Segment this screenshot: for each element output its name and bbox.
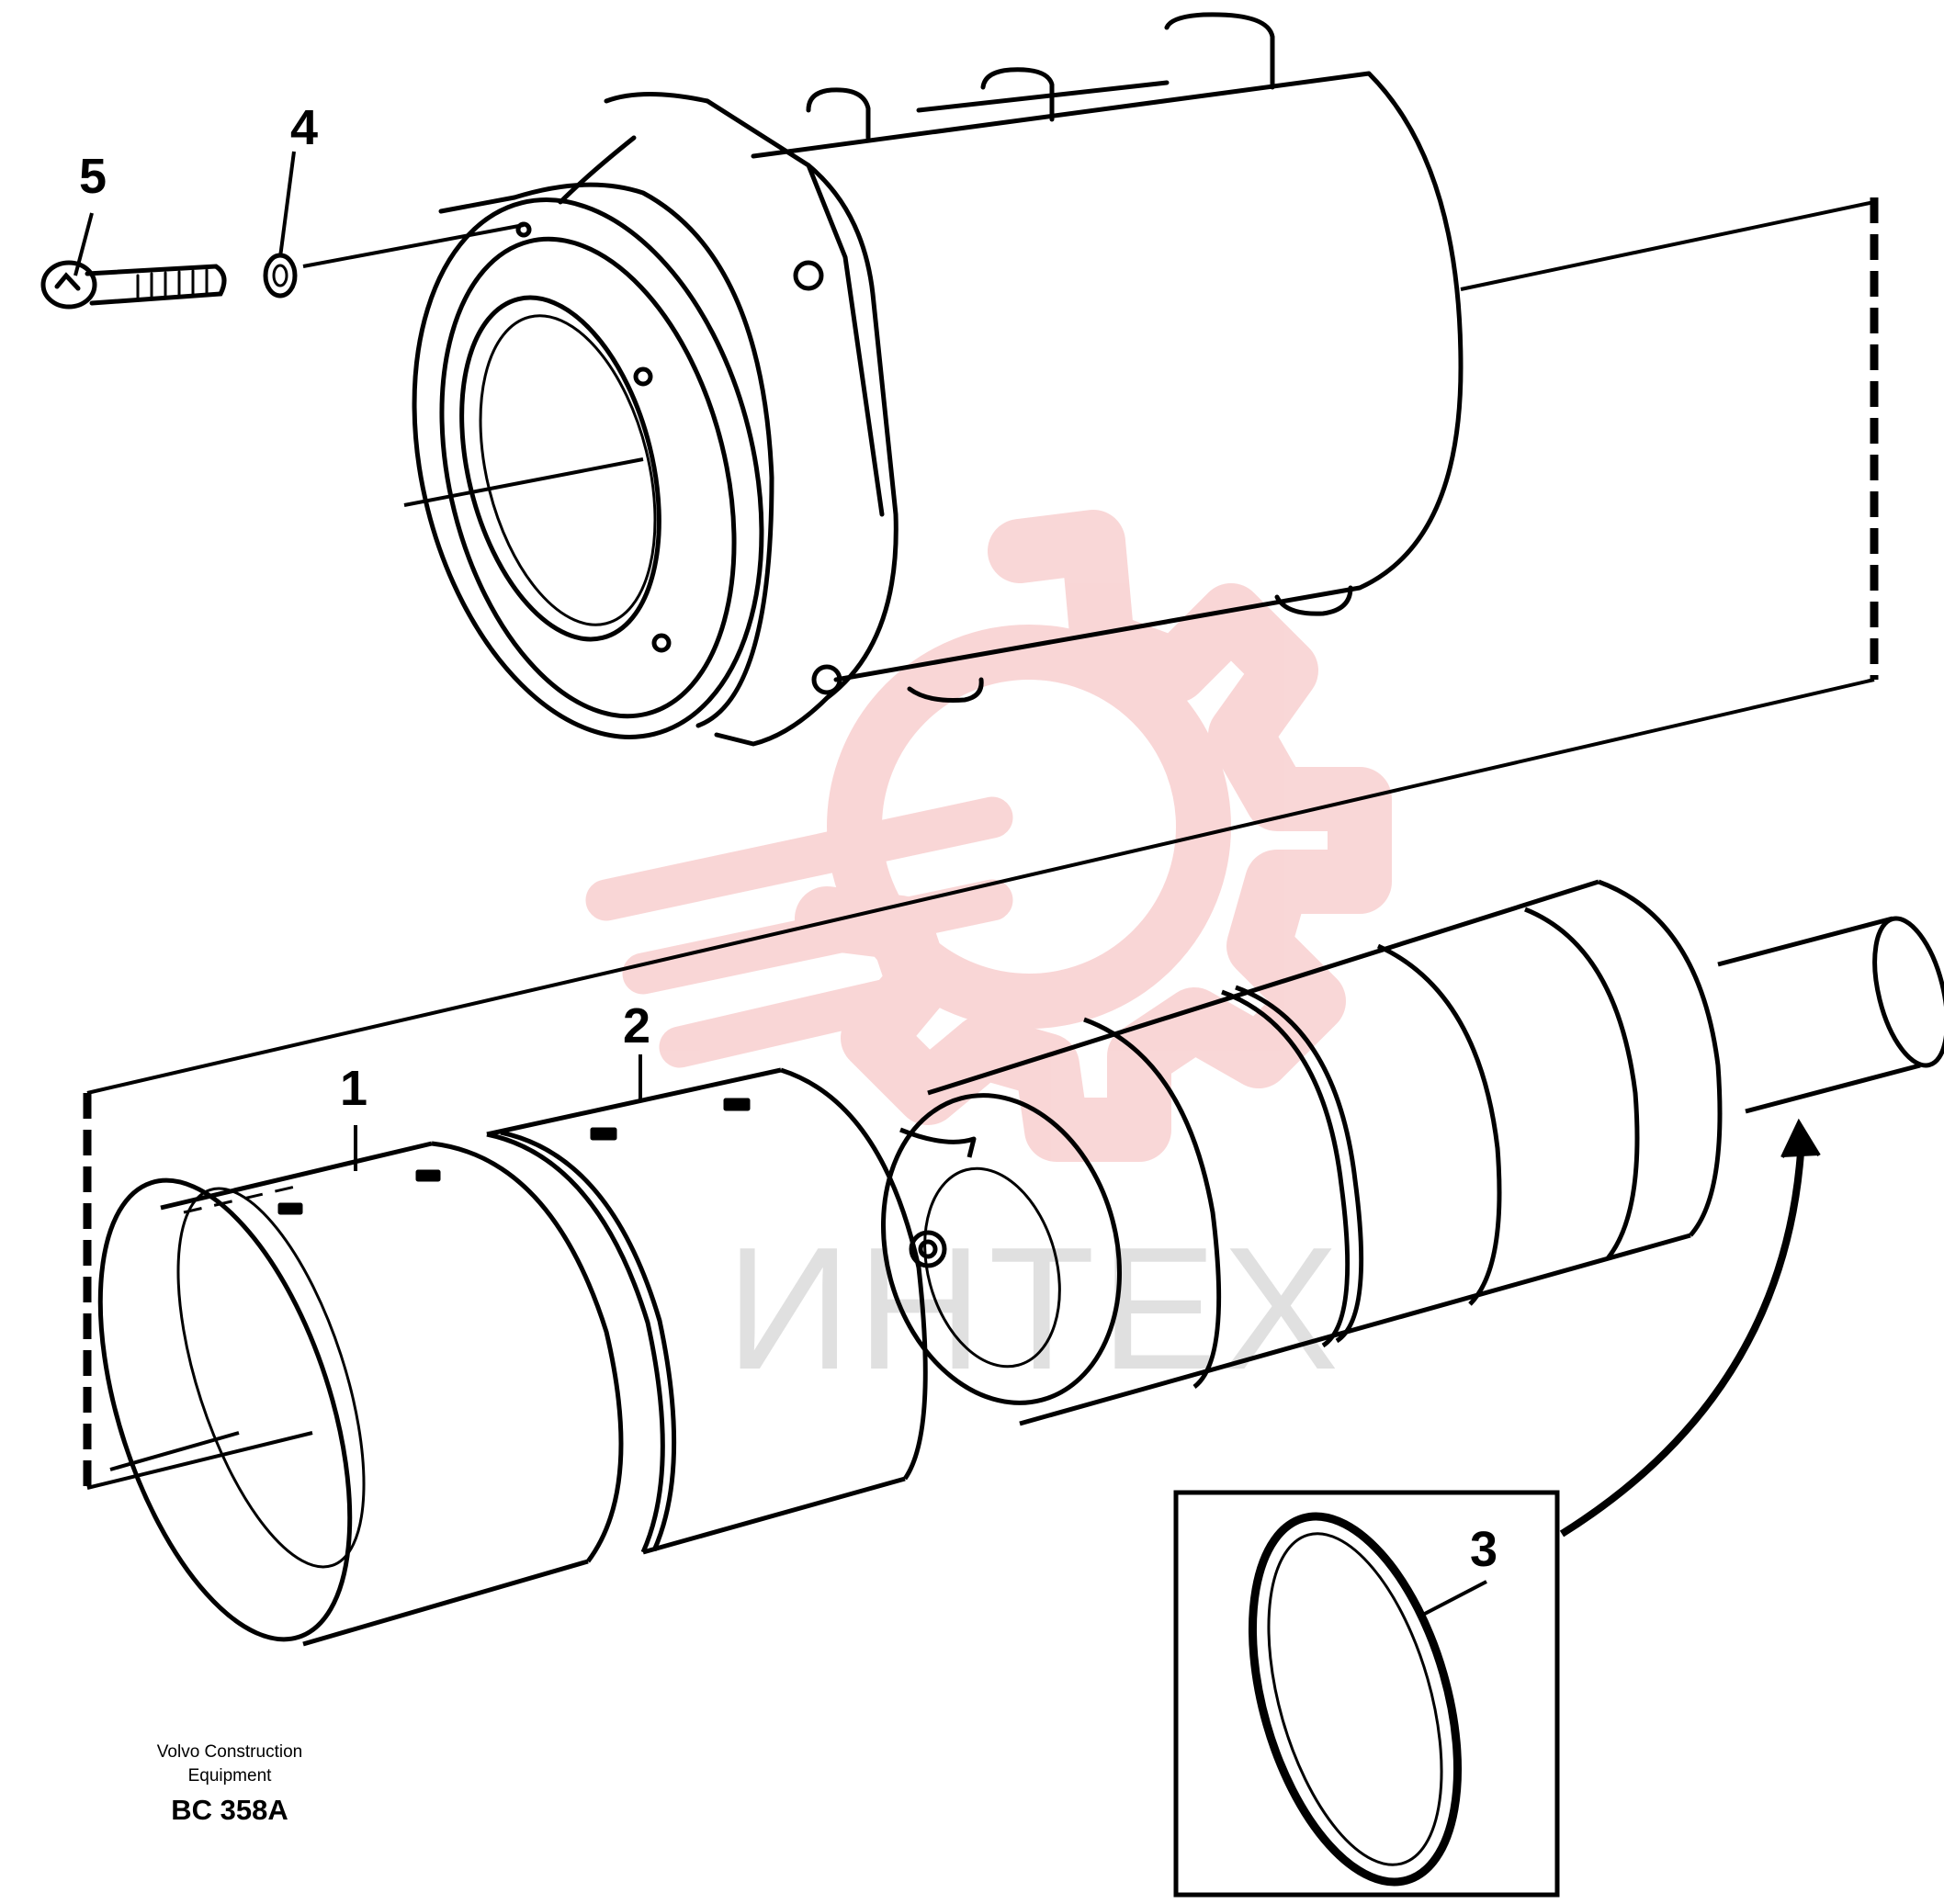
- bolt-part-5: [40, 260, 227, 310]
- piston-assembly: [880, 879, 1944, 1426]
- callout-2: 2: [623, 998, 651, 1053]
- callout-1: 1: [340, 1061, 368, 1116]
- caption-line-1: Volvo Construction: [156, 1742, 303, 1762]
- bushing-part-2: [431, 1067, 928, 1563]
- leader-lines: [73, 151, 1487, 1618]
- caption-code: BC 358A: [171, 1794, 288, 1826]
- inset-box: [1173, 1490, 1560, 1898]
- watermark-text: ИНТЕХ: [726, 1211, 1344, 1406]
- reference-arrow: [1559, 1118, 1821, 1538]
- callout-5: 5: [79, 149, 107, 204]
- callout-3: 3: [1470, 1522, 1498, 1577]
- callout-4: 4: [290, 100, 319, 155]
- center-lines: [83, 197, 1879, 1490]
- caption-line-2: Equipment: [187, 1766, 272, 1786]
- diagram-caption: Volvo Construction Equipment BC 358A: [119, 1741, 340, 1829]
- bushing-part-1: [97, 1141, 589, 1647]
- washer-part-4: [263, 253, 298, 299]
